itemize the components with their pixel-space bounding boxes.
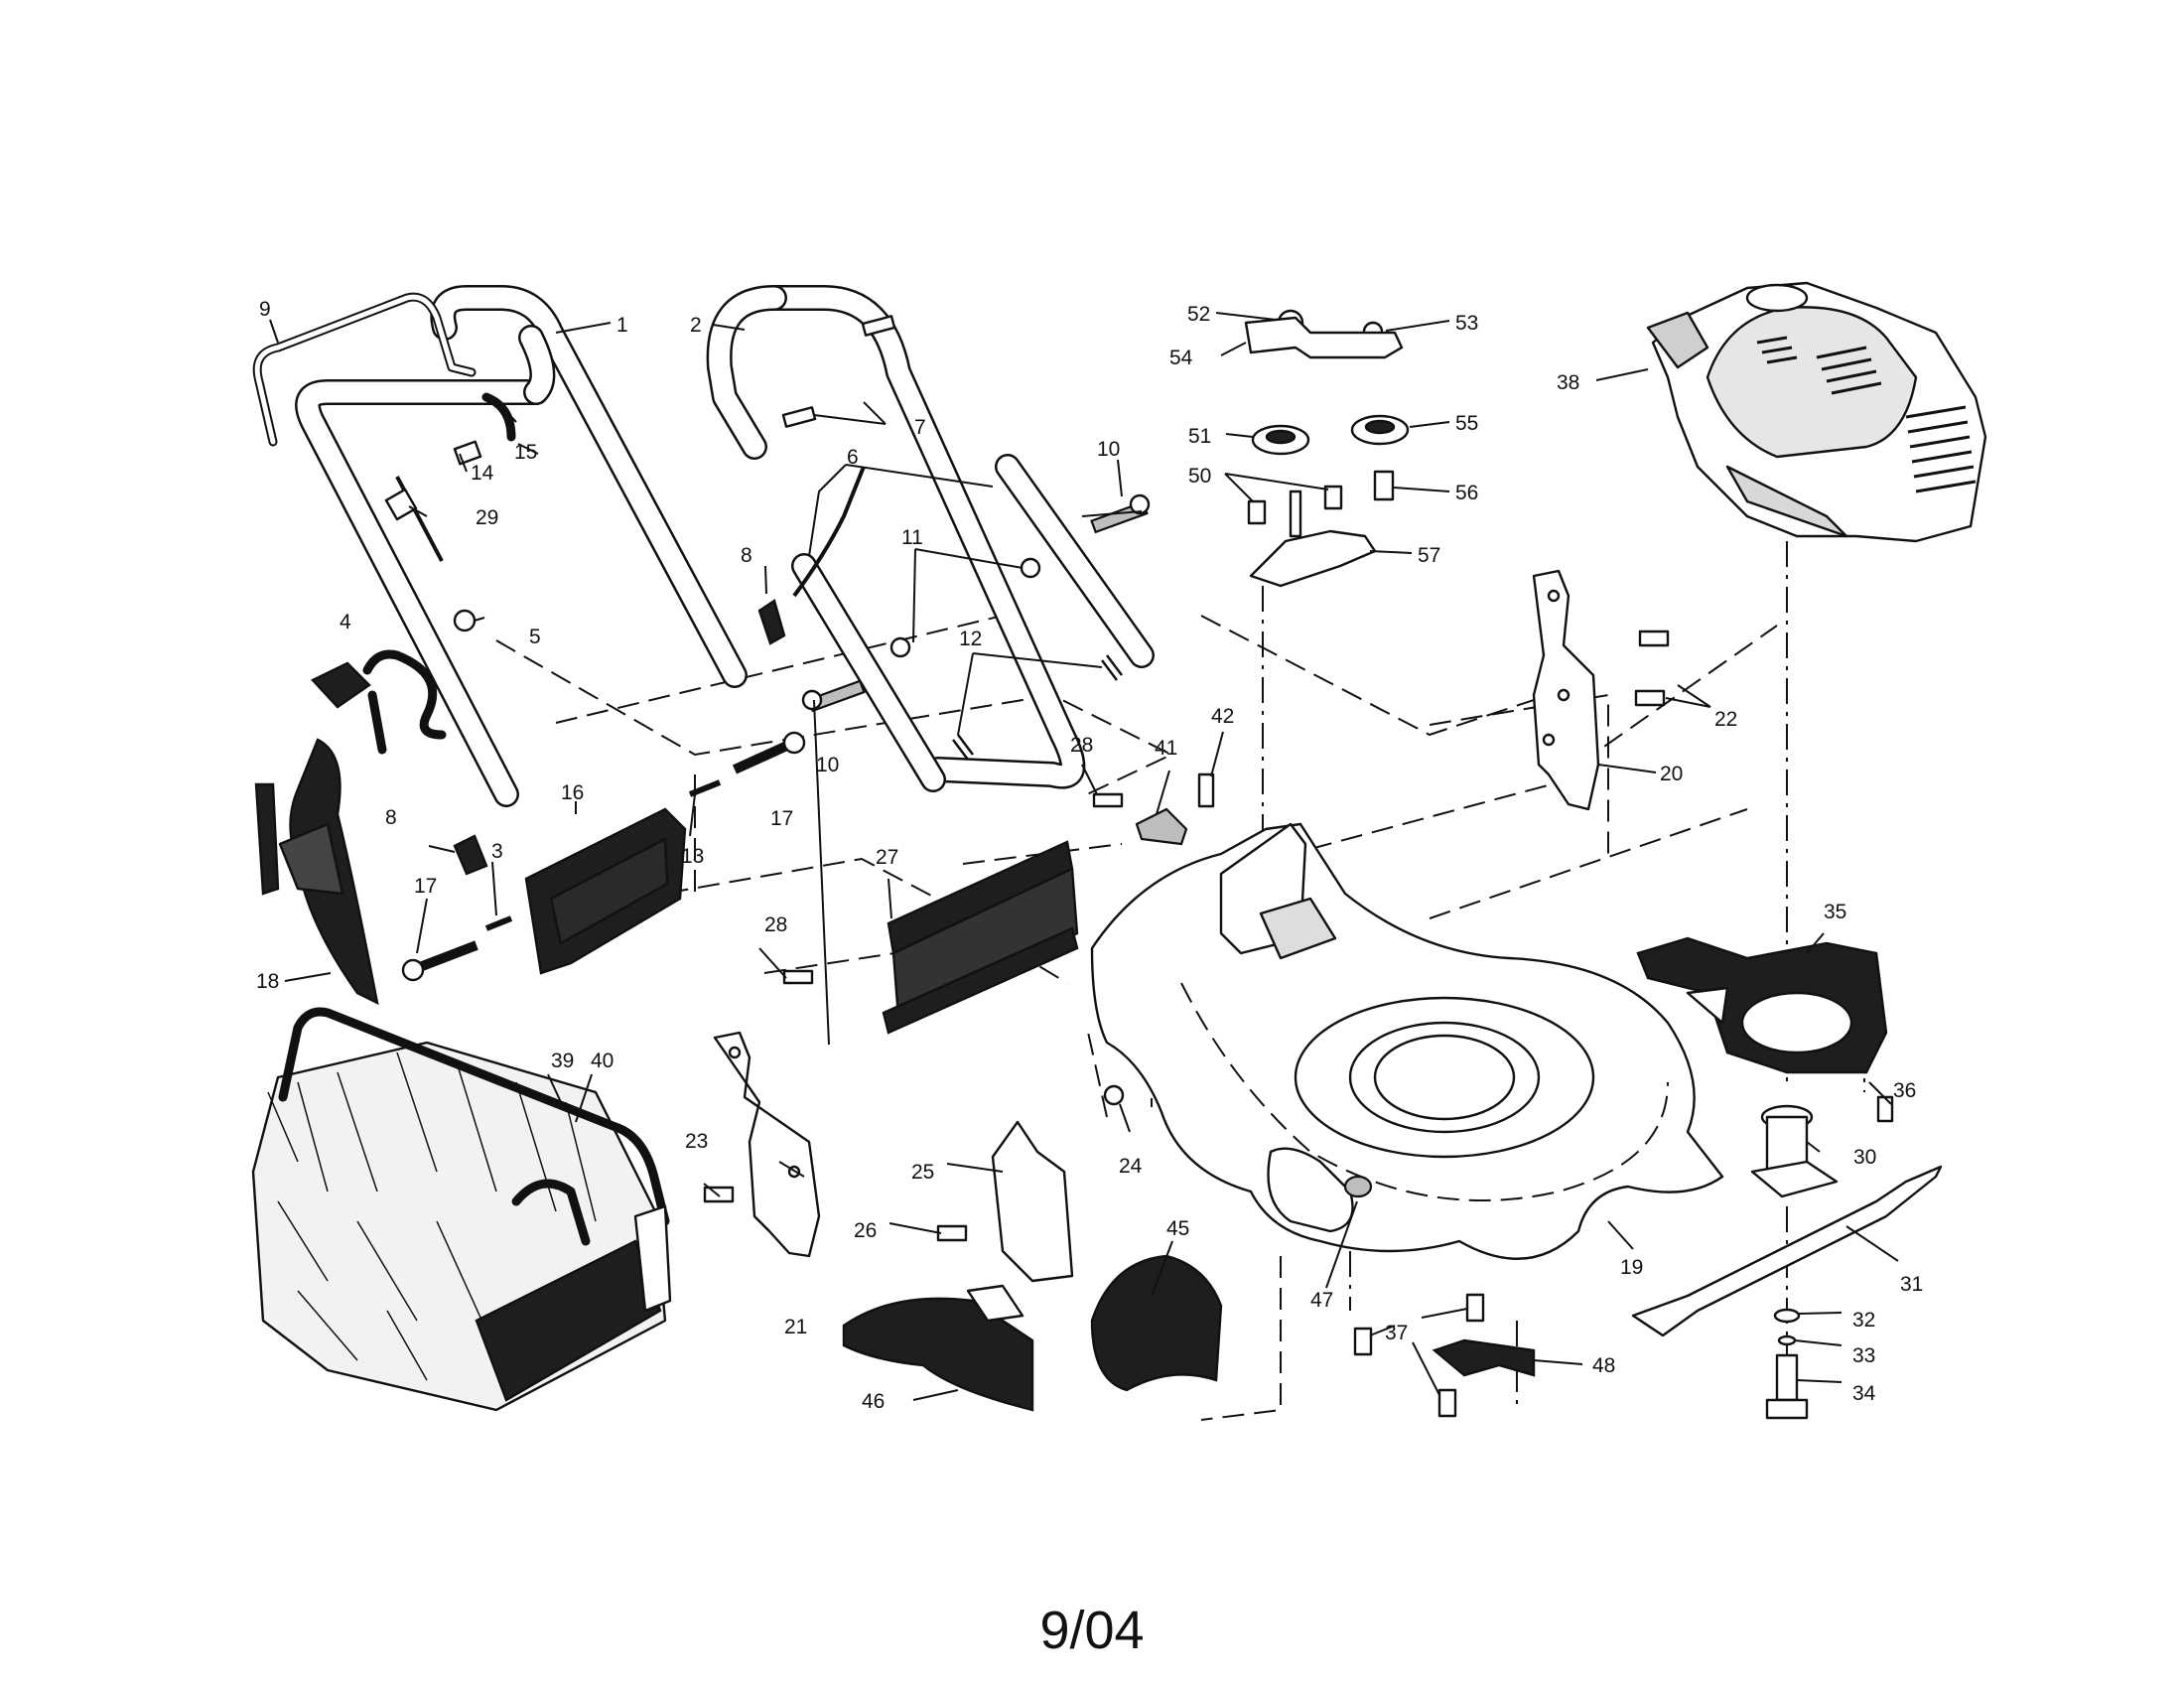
control-bail-part-9: [252, 292, 477, 447]
bracket-part-48: [1432, 1338, 1536, 1377]
callout-28b: 28: [764, 913, 787, 936]
side-discharge-chute-part-46: [842, 1297, 1034, 1412]
callout-7: 7: [914, 416, 926, 439]
bolt-37-left: [1353, 1327, 1373, 1356]
callout-27: 27: [876, 846, 898, 869]
height-bracket-part-21: [713, 1031, 821, 1258]
callout-31: 31: [1900, 1273, 1923, 1296]
screw-28-lower: [782, 969, 814, 985]
callout-55: 55: [1455, 412, 1478, 435]
callout-9: 9: [259, 298, 271, 321]
callout-18: 18: [256, 970, 279, 993]
callout-45: 45: [1166, 1217, 1189, 1240]
callout-32: 32: [1852, 1309, 1875, 1332]
callout-2: 2: [690, 314, 702, 337]
callout-6: 6: [847, 446, 859, 469]
callout-3: 3: [491, 840, 503, 863]
grass-bag-parts-39-40: [251, 1007, 672, 1412]
callout-50: 50: [1188, 465, 1211, 488]
callout-28a: 28: [1070, 734, 1093, 757]
callout-41: 41: [1155, 737, 1177, 760]
callout-52: 52: [1187, 303, 1210, 326]
callout-54: 54: [1169, 347, 1193, 369]
callout-35: 35: [1824, 901, 1846, 923]
callout-15: 15: [514, 441, 537, 464]
callout-51: 51: [1188, 425, 1211, 448]
lower-handle-part-2: [706, 285, 1155, 792]
screw-28-upper: [1092, 792, 1124, 808]
bracket-part-25: [991, 1120, 1074, 1283]
callout-56: 56: [1455, 482, 1478, 504]
callout-25: 25: [911, 1161, 934, 1184]
callout-23: 23: [685, 1130, 708, 1153]
callout-30: 30: [1853, 1146, 1876, 1169]
callout-5: 5: [529, 626, 541, 648]
callout-40: 40: [591, 1050, 614, 1072]
bolt-37-mid: [1465, 1293, 1485, 1323]
callout-37: 37: [1385, 1322, 1408, 1344]
block-part-41: [1135, 807, 1188, 846]
callout-29: 29: [476, 506, 498, 529]
callout-53: 53: [1455, 312, 1478, 335]
callout-10b: 10: [816, 754, 839, 776]
handle-hardware: [311, 315, 1151, 876]
mulch-plug-part-45: [1090, 1254, 1223, 1392]
callout-46: 46: [862, 1390, 885, 1413]
callout-13: 13: [681, 845, 704, 868]
callout-10a: 10: [1097, 438, 1120, 461]
callout-24: 24: [1119, 1155, 1143, 1178]
callout-42: 42: [1211, 705, 1234, 728]
callout-labels: 1 2 3 4 5 6 7 8 8 9 10 10 11 12 13 14 15…: [256, 298, 1923, 1413]
callout-57: 57: [1418, 544, 1440, 567]
bolt-22-upper: [1638, 630, 1670, 647]
callout-12: 12: [959, 628, 982, 650]
callout-36: 36: [1893, 1079, 1916, 1102]
callout-19: 19: [1620, 1256, 1643, 1279]
bolt-22-lower: [1634, 689, 1666, 707]
engine-part-38: [1646, 281, 1987, 543]
bolt-part-26: [936, 1224, 968, 1242]
callout-34: 34: [1852, 1382, 1876, 1405]
bolt-37-low: [1437, 1388, 1457, 1418]
date-code: 9/04: [1039, 1601, 1144, 1660]
upper-handle-part-1: [295, 285, 748, 807]
callout-8b: 8: [385, 806, 397, 829]
callout-22: 22: [1714, 708, 1737, 731]
callout-11: 11: [901, 526, 923, 549]
callout-39: 39: [551, 1050, 574, 1072]
callout-16: 16: [561, 781, 584, 804]
callout-4: 4: [340, 611, 351, 633]
rear-flap-part-27: [882, 840, 1079, 1035]
callout-14: 14: [471, 462, 494, 485]
callout-21: 21: [784, 1316, 807, 1338]
bolt-part-42: [1197, 772, 1215, 808]
callout-17b: 17: [414, 875, 437, 898]
callout-38: 38: [1557, 371, 1579, 394]
drive-pulley-parts: [1244, 309, 1410, 588]
nut-part-24: [1103, 1084, 1125, 1106]
callout-20: 20: [1660, 763, 1683, 785]
callout-33: 33: [1852, 1344, 1875, 1367]
callout-47: 47: [1310, 1289, 1333, 1312]
rear-door-assembly: [254, 731, 806, 1006]
callout-17a: 17: [770, 807, 793, 830]
callout-8a: 8: [741, 544, 752, 567]
callout-26: 26: [854, 1219, 877, 1242]
height-bracket-part-20: [1532, 569, 1600, 811]
callout-leaders: [269, 312, 1899, 1401]
callout-1: 1: [616, 314, 628, 337]
mower-deck-part-19: [1090, 822, 1724, 1260]
callout-48: 48: [1592, 1354, 1615, 1377]
